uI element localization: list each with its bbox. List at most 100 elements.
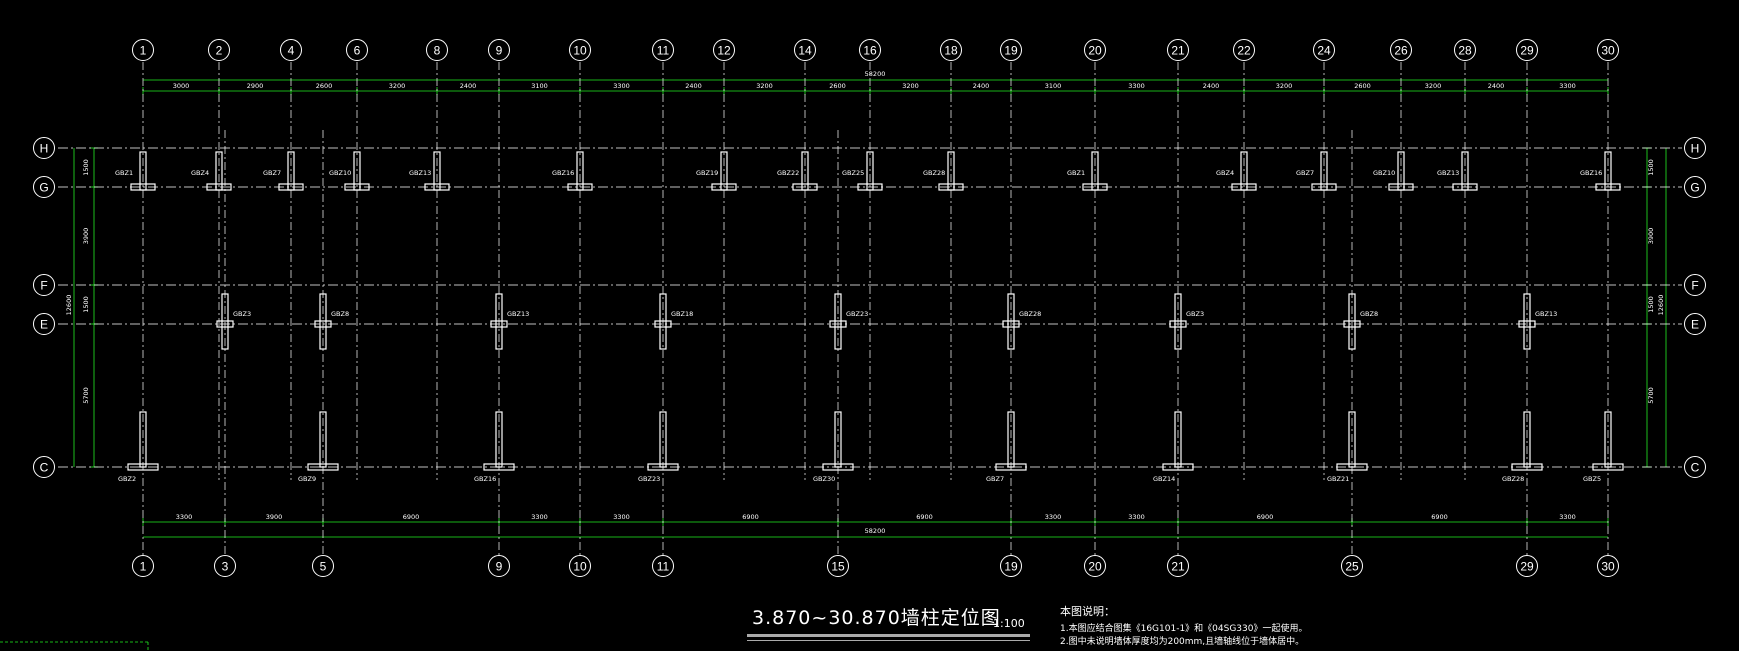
- wall-vert-bot-0: [139, 411, 147, 468]
- tag-mid-3: GBZ18: [671, 310, 693, 318]
- dim-top-seg-1: 2900: [247, 82, 264, 90]
- axis-bottom-11-label: 11: [657, 560, 670, 574]
- wall-horiz-bot-3: [647, 463, 679, 471]
- drawing-title: 3.870~30.870墙柱定位图: [752, 607, 1001, 629]
- wall-horiz-top-11: [1231, 183, 1257, 191]
- grid-lines: [58, 62, 1682, 555]
- wall-horiz-mid-2: [490, 320, 508, 328]
- axis-top-20-label: 20: [1088, 44, 1102, 58]
- wall-horiz-top-9: [938, 183, 964, 191]
- dim-bottom-total: 58200: [865, 527, 886, 535]
- axis-right-C-label: C: [1691, 461, 1700, 475]
- tag-top-6: GBZ19: [696, 169, 718, 177]
- dim-top-seg-5: 3100: [531, 82, 548, 90]
- axis-bottom-20-circle: [1084, 555, 1106, 577]
- axis-bottom-9-circle: [488, 555, 510, 577]
- axis-top-21-label: 21: [1171, 44, 1185, 58]
- wall-horiz-bot-7: [1336, 463, 1368, 471]
- tag-bot-5: GBZ7: [986, 475, 1004, 483]
- tag-top-14: GBZ13: [1437, 169, 1459, 177]
- axis-left-E-label: E: [40, 318, 48, 332]
- tag-mid-5: GBZ28: [1019, 310, 1041, 318]
- axis-bottom-11-circle: [652, 555, 674, 577]
- dim-right-seg-3: 5700: [1647, 387, 1655, 404]
- axis-top-18-circle: [940, 39, 962, 61]
- axis-bottom-5-label: 5: [320, 560, 327, 574]
- dim-top-seg-19: 3300: [1559, 82, 1576, 90]
- axis-top-14-label: 14: [798, 44, 812, 58]
- axis-bottom-19-label: 19: [1004, 560, 1018, 574]
- axis-right-F-label: F: [1691, 279, 1698, 293]
- wall-horiz-top-3: [344, 183, 370, 191]
- tag-top-1: GBZ4: [191, 169, 209, 177]
- dim-top-seg-13: 3300: [1128, 82, 1145, 90]
- tag-top-0: GBZ1: [115, 169, 133, 177]
- tag-top-15: GBZ16: [1580, 169, 1602, 177]
- axis-top-29-label: 29: [1520, 44, 1534, 58]
- axis-bottom-1-circle: [132, 555, 154, 577]
- axis-bottom-9-label: 9: [496, 560, 503, 574]
- axis-left-C-label: C: [40, 461, 49, 475]
- axis-top-30-circle: [1597, 39, 1619, 61]
- dim-top-seg-11: 2400: [973, 82, 990, 90]
- axis-top-11-circle: [652, 39, 674, 61]
- axis-top-29-circle: [1516, 39, 1538, 61]
- drawing-scale: 1:100: [993, 617, 1025, 630]
- dim-left-total: 12600: [65, 295, 73, 316]
- dim-right-seg-0: 1500: [1647, 159, 1655, 176]
- axis-top-2-label: 2: [216, 44, 223, 58]
- dim-top-seg-18: 2400: [1488, 82, 1505, 90]
- dim-top-total: 58200: [865, 70, 886, 78]
- axis-left-G-circle: [33, 176, 55, 198]
- axis-bottom-1-label: 1: [140, 560, 147, 574]
- wall-vert-bot-4: [834, 411, 842, 468]
- dim-top-seg-0: 3000: [173, 82, 190, 90]
- axis-top-1-label: 1: [140, 44, 147, 58]
- axis-bottom-29-label: 29: [1520, 560, 1534, 574]
- dim-top-seg-8: 3200: [756, 82, 773, 90]
- tag-mid-0: GBZ3: [233, 310, 251, 318]
- axis-top-19-label: 19: [1004, 44, 1018, 58]
- tag-mid-2: GBZ13: [507, 310, 529, 318]
- axis-top-30-label: 30: [1601, 44, 1615, 58]
- wall-horiz-top-10: [1082, 183, 1108, 191]
- axis-top-6-circle: [346, 39, 368, 61]
- dim-top-seg-6: 3300: [613, 82, 630, 90]
- axis-bottom-25-label: 25: [1345, 560, 1359, 574]
- wall-horiz-top-8: [857, 183, 883, 191]
- tag-top-5: GBZ16: [552, 169, 574, 177]
- tag-top-2: GBZ7: [263, 169, 281, 177]
- dim-top-seg-16: 2600: [1354, 82, 1371, 90]
- wall-horiz-bot-6: [1162, 463, 1194, 471]
- tag-bot-1: GBZ9: [298, 475, 316, 483]
- tag-top-8: GBZ25: [842, 169, 864, 177]
- axis-left-E-circle: [33, 313, 55, 335]
- tag-top-9: GBZ28: [923, 169, 945, 177]
- axis-top-8-circle: [426, 39, 448, 61]
- title-underline-thin: [747, 640, 1030, 641]
- wall-vert-bot-3: [659, 411, 667, 468]
- wall-vert-bot-1: [319, 411, 327, 468]
- dim-left-seg-2: 1500: [82, 296, 90, 313]
- wall-horiz-bot-8: [1511, 463, 1543, 471]
- axis-right-E-label: E: [1691, 318, 1699, 332]
- axis-bottom-15-circle: [827, 555, 849, 577]
- wall-horiz-mid-3: [654, 320, 672, 328]
- dim-bottom-seg-3: 3300: [531, 513, 548, 521]
- axis-bottom-30-circle: [1597, 555, 1619, 577]
- axis-top-22-circle: [1233, 39, 1255, 61]
- dim-top-seg-10: 3200: [902, 82, 919, 90]
- axis-bottom-20-label: 20: [1088, 560, 1102, 574]
- axis-top-18-label: 18: [944, 44, 958, 58]
- wall-horiz-top-14: [1452, 183, 1478, 191]
- dim-top-seg-9: 2600: [829, 82, 846, 90]
- axis-left-F-label: F: [40, 279, 47, 293]
- wall-horiz-top-2: [278, 183, 304, 191]
- dim-top-seg-7: 2400: [685, 82, 702, 90]
- axis-top-24-circle: [1313, 39, 1335, 61]
- tag-top-13: GBZ10: [1373, 169, 1395, 177]
- tag-bot-0: GBZ2: [118, 475, 136, 483]
- axis-top-20-circle: [1084, 39, 1106, 61]
